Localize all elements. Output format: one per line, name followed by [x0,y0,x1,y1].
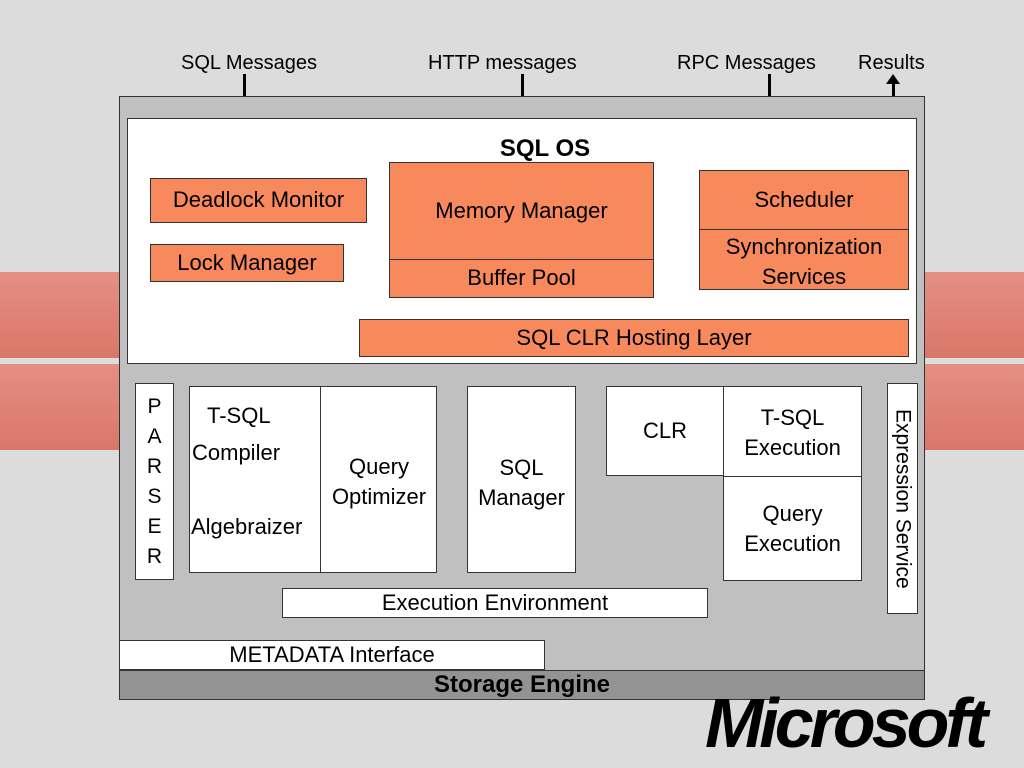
rpc-messages-label: RPC Messages [677,52,816,74]
synchronization-line: Synchronization [725,234,883,259]
lock-manager-box: Lock Manager [150,244,344,282]
query-optimizer-line2: Optimizer [331,484,427,509]
buffer-pool-box: Buffer Pool [389,259,654,298]
parser-letter: S [147,485,162,508]
algebraizer-label: Algebraizer [191,514,303,539]
parser-letter: R [146,455,163,478]
sql-clr-hosting-layer-box: SQL CLR Hosting Layer [359,319,909,357]
synchronization-services-box: Synchronization Services [699,229,909,290]
clr-box: CLR [606,386,724,476]
sql-manager-box: SQL Manager [467,386,576,573]
query-execution-line1: Query [762,501,823,526]
storage-engine-bar: Storage Engine [119,670,925,700]
tsql-execution-line1: T-SQL [760,405,825,430]
microsoft-logo: Microsoft [705,684,988,762]
tsql-execution-line2: Execution [744,435,841,460]
compiler-optimizer-box [189,386,437,573]
sql-messages-label: SQL Messages [181,52,317,74]
sql-manager-line2: Manager [478,485,565,510]
execution-environment-box: Execution Environment [282,588,708,618]
parser-letter: R [146,545,163,568]
results-arrow [886,74,900,102]
query-optimizer-line1: Query [349,454,409,479]
results-label: Results [858,52,925,74]
metadata-interface-box: METADATA Interface [119,640,545,670]
query-optimizer-label: Query Optimizer [321,452,437,512]
tsql-execution-box: T-SQL Execution [723,386,862,477]
parser-box: P A R S E R [135,383,174,580]
memory-manager-box: Memory Manager [389,162,654,260]
compiler-label: Compiler [192,440,281,465]
sql-os-title: SQL OS [499,135,591,162]
compiler-divider [320,386,321,573]
sql-manager-line1: SQL [499,455,544,480]
expression-service-label: Expression Service [891,408,915,589]
query-execution-line2: Execution [744,531,841,556]
services-line: Services [761,264,847,289]
parser-letter: E [147,515,162,538]
scheduler-box: Scheduler [699,170,909,230]
parser-letter: P [147,395,162,418]
http-messages-label: HTTP messages [428,52,577,74]
deadlock-monitor-box: Deadlock Monitor [150,178,367,223]
parser-letter: A [147,425,162,448]
query-execution-box: Query Execution [723,476,862,581]
tsql-label: T-SQL [207,403,271,428]
expression-service-box: Expression Service [887,383,918,614]
